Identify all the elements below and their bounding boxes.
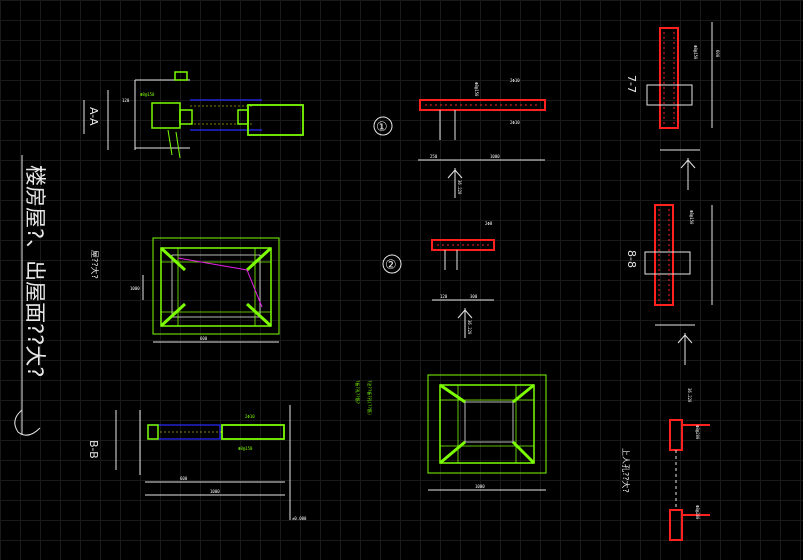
detail-2-marker: ② [385, 258, 397, 273]
manhole-detail: 上人孔??大? 36.220 Φ8@200 Φ8@200 [621, 388, 710, 541]
detail-1: ① 250 1000 Φ8@150 2Φ10 2Φ10 36.220 [373, 78, 546, 198]
d1-dim-3: Φ8@150 [474, 82, 479, 97]
hole-dim-1: 1000 [475, 484, 485, 489]
d1-dim-4: 2Φ10 [510, 78, 520, 83]
d2-dim-1: 120 [440, 294, 448, 299]
hole-caption-1: ?板?孔??筋? [355, 380, 361, 405]
section-bb: B-B 600 1000 2Φ10 Φ8@150 ±0.000 [87, 405, 307, 521]
plan-view: 屋??大? 1000 600 [90, 237, 280, 343]
bb-dim-2: 1000 [210, 489, 220, 494]
aa-dim-1: 120 [122, 98, 130, 103]
section-77: 7-7 Φ8@150 600 [625, 22, 720, 190]
d2-dim-2: 300 [470, 294, 478, 299]
mh-dim-2: Φ8@200 [695, 425, 700, 440]
section-aa-label: A-A [87, 107, 100, 126]
aa-dim-2: Φ8@150 [140, 92, 155, 97]
bb-dim-4: Φ8@150 [238, 446, 253, 451]
mh-dim-1: 36.220 [687, 388, 692, 403]
bb-dim-3: 2Φ10 [245, 414, 255, 419]
detail-2: ② 120 300 2Φ8 36.220 [382, 221, 495, 338]
plan-note: 屋??大? [90, 250, 100, 279]
section-88: 8-8 Φ8@150 [625, 204, 713, 365]
bb-dim-5: ±0.000 [292, 516, 307, 521]
s77-dim-1: Φ8@150 [693, 45, 698, 60]
hole-caption-2: ?注??板?孔(??筋) [367, 380, 373, 415]
section-77-label: 7-7 [625, 75, 638, 93]
hole-note: 上人孔??大? [621, 448, 631, 493]
plan-dim-2: 600 [200, 336, 208, 341]
d2-dim-3: 2Φ8 [485, 221, 493, 226]
s77-dim-2: 600 [715, 50, 720, 58]
d1-dim-2: 1000 [490, 154, 500, 159]
d2-elev: 36.220 [467, 320, 472, 335]
section-aa: A-A 120 Φ8@150 [83, 71, 304, 159]
s88-dim-1: Φ8@150 [689, 210, 694, 225]
d1-elev: 36.220 [457, 180, 462, 195]
detail-1-marker: ① [376, 120, 388, 135]
main-title: 楼房屋?、出屋面??大? [23, 165, 47, 378]
section-88-label: 8-8 [625, 250, 638, 268]
title-curl [14, 409, 41, 436]
plan-dim-1: 1000 [130, 286, 140, 291]
bb-dim-1: 600 [180, 476, 188, 481]
section-bb-label: B-B [87, 440, 100, 459]
d1-dim-5: 2Φ10 [510, 120, 520, 125]
roof-hole-plan: ?板?孔??筋? ?注??板?孔(??筋) 1000 [355, 374, 547, 491]
d1-dim-1: 250 [430, 154, 438, 159]
mh-dim-3: Φ8@200 [695, 505, 700, 520]
